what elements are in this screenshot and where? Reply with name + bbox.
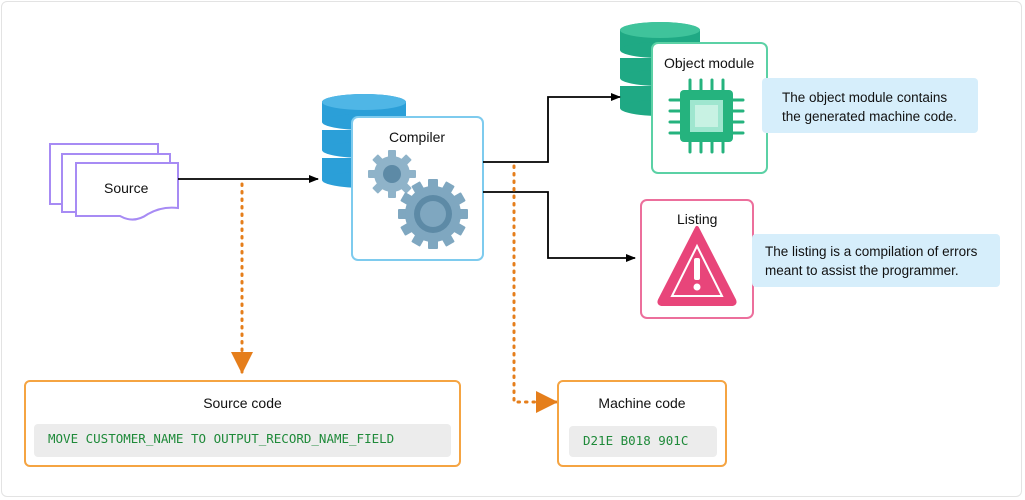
object-module-label: Object module <box>664 55 755 71</box>
source-document-stack <box>49 143 179 221</box>
object-module-callout: The object module contains the generated… <box>762 78 978 133</box>
listing-callout-line-1: The listing is a compilation of errors <box>765 244 978 259</box>
listing-label: Listing <box>677 211 718 227</box>
source-label: Source <box>104 180 149 196</box>
warning-icon <box>657 226 737 306</box>
listing-callout: The listing is a compilation of errors m… <box>752 234 1000 287</box>
machine-code-snippet: D21E B018 901C <box>569 426 717 457</box>
source-code-title: Source code <box>203 395 282 411</box>
chip-icon <box>668 78 745 154</box>
gear-icon <box>368 150 468 249</box>
machine-code-box: Machine code D21E B018 901C <box>557 380 727 467</box>
listing-callout-line-2: meant to assist the programmer. <box>765 263 959 278</box>
object-module-callout-line-1: The object module contains <box>782 90 948 105</box>
compiler-label: Compiler <box>389 129 446 145</box>
object-module-callout-line-2: the generated machine code. <box>782 109 957 124</box>
arrow-compiler-to-object-module <box>483 93 621 163</box>
source-code-snippet: MOVE CUSTOMER_NAME TO OUTPUT_RECORD_NAME… <box>34 424 451 457</box>
arrow-compiler-to-listing <box>483 191 636 262</box>
machine-code-title: Machine code <box>598 395 686 411</box>
source-code-box: Source code MOVE CUSTOMER_NAME TO OUTPUT… <box>24 380 461 467</box>
dotted-arrow-to-machine-code <box>512 164 558 413</box>
